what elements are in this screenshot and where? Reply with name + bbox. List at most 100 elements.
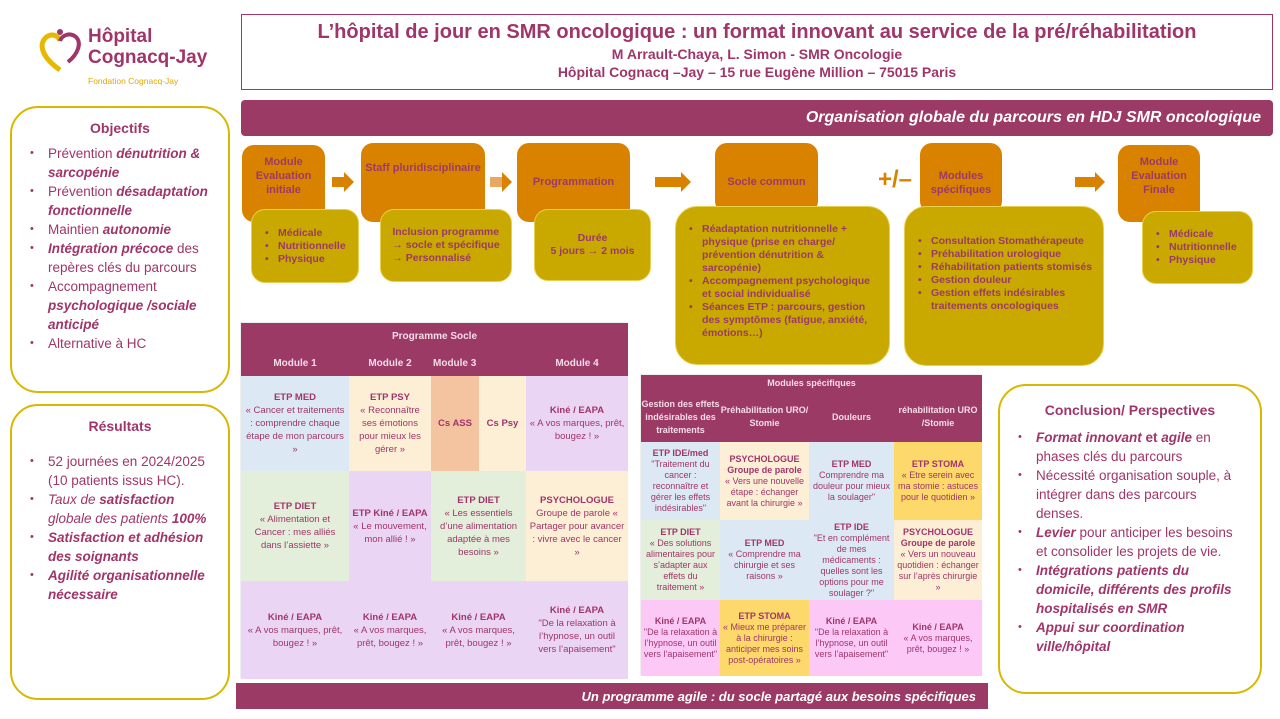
list-item: Agilité organisationnelle nécessaire (26, 566, 214, 604)
text-segment: agile (1161, 430, 1193, 445)
cell-text: « A vos marques, prêt, bougez ! » (442, 624, 515, 649)
poster-header: L’hôpital de jour en SMR oncologique : u… (241, 14, 1273, 90)
cell-text: « Reconnaître ses émotions pour mieux le… (359, 405, 421, 455)
text-segment: dénutrition & sarcopénie (48, 146, 201, 180)
list-item: Gestion douleur (915, 274, 1093, 287)
text-line: → Personnalisé (392, 252, 472, 264)
cell-heading: Kiné / EAPA (549, 605, 605, 616)
list-item: Physique (1153, 254, 1242, 267)
text-segment: pour anticiper les besoins et consolider… (1036, 525, 1233, 559)
cell-heading: Cs Psy (486, 418, 519, 429)
cell-text: "Traitement du cancer : reconnaître et g… (650, 459, 711, 513)
cell-heading: PSYCHOLOGUE (540, 494, 614, 506)
address: Hôpital Cognacq –Jay – 15 rue Eugène Mil… (557, 64, 957, 80)
conclusion-panel: Conclusion/ Perspectives Format innovant… (998, 384, 1262, 694)
text-line: Inclusion programme (392, 226, 500, 238)
cell-heading: Kiné / EAPA (267, 611, 323, 623)
table-cell: Kiné / EAPA« A vos marques, prêt, bougez… (349, 581, 431, 679)
text-segment: satisfaction (99, 492, 175, 507)
table-cell: ETP IDE/med"Traitement du cancer : recon… (641, 442, 720, 520)
text-segment: Prévention (48, 184, 117, 199)
cell-heading: ETP Kiné / EAPA (352, 507, 428, 519)
list-item: Prévention désadaptation fonctionnelle (26, 182, 214, 220)
bullet-list: Consultation StomathérapeutePréhabilitat… (915, 235, 1093, 313)
text-segment: Taux de (48, 492, 100, 507)
cell-heading: ETP DIET (457, 494, 500, 506)
staff-box: Staff pluridisciplinaire (361, 143, 485, 222)
table-cell: Kiné / EAPA« A vos marques, prêt, bougez… (894, 600, 982, 676)
cell-text: « Vers une nouvelle étape : échanger ava… (724, 475, 805, 508)
text-segment: Prévention (48, 146, 117, 161)
eval-finale-details: MédicaleNutritionnellePhysique (1142, 211, 1253, 284)
cell-text: « Etre serein avec ma stomie : astuces p… (897, 470, 979, 502)
list-item: Médicale (262, 227, 348, 240)
plus-minus-icon: +/– (878, 166, 913, 193)
cell-heading: ETP MED (831, 459, 872, 469)
authors: M Arrault-Chaya, L. Simon - SMR Oncologi… (611, 46, 903, 62)
cell-text: « Alimentation et Cancer : mes alliés da… (254, 514, 336, 551)
column-header: Module 1 (241, 350, 349, 376)
modules-specifiques-table: Modules spécifiques Gestion des effets i… (640, 374, 982, 676)
arrow-icon (655, 172, 691, 192)
table-cell: ETP DIET« Les essentiels d’une alimentat… (431, 471, 526, 581)
cell-heading: Kiné / EAPA (912, 621, 964, 632)
cell-text: « Cancer et traitements : comprendre cha… (245, 405, 345, 455)
cell-text: « Vers un nouveau quotidien : échanger s… (897, 549, 979, 592)
text-line: Durée (577, 232, 608, 244)
cell-text: Groupe de parole « Partager pour avancer… (529, 507, 625, 558)
list-item: Levier pour anticiper les besoins et con… (1014, 523, 1246, 561)
list-item: Satisfaction et adhésion des soignants (26, 528, 214, 566)
cell-heading: Kiné / EAPA (825, 616, 878, 626)
cell-text: Comprendre ma douleur pour mieux la soul… (812, 470, 891, 502)
list-item: Réadaptation nutritionnelle + physique (… (686, 223, 879, 275)
table-cell: ETP MED« Cancer et traitements : compren… (241, 376, 349, 471)
text-segment: Levier (1036, 525, 1076, 540)
cell-heading: ETP IDE/med (652, 448, 709, 458)
bottom-banner: Un programme agile : du socle partagé au… (236, 683, 988, 709)
cell-heading: ETP MED (744, 538, 785, 548)
text-segment: Satisfaction et adhésion des soignants (48, 530, 204, 564)
cell-heading: PSYCHOLOGUE Groupe de parole (727, 453, 802, 475)
text-segment: des repères clés du parcours (48, 241, 199, 275)
text-segment: autonomie (102, 222, 172, 237)
text-lines: Inclusion programme→ socle et spécifique… (392, 226, 499, 265)
list-item: Maintien autonomie (26, 220, 214, 239)
cell-text: « Comprendre ma chirurgie et ses raisons… (728, 549, 801, 581)
list-item: Accompagnement psychologique /sociale an… (26, 277, 214, 334)
table-cell: ETP DIET« Alimentation et Cancer : mes a… (241, 471, 349, 581)
list-item: Nutritionnelle (262, 240, 348, 253)
text-segment: Appui sur coordination ville/hôpital (1036, 620, 1185, 654)
text-segment: 52 journées en 2024/2025 (10 patients is… (48, 454, 205, 488)
text-segment: Maintien (48, 222, 103, 237)
arrow-icon (1075, 172, 1105, 192)
text-segment: Alternative à HC (48, 336, 147, 351)
bullet-list: MédicaleNutritionnellePhysique (1153, 228, 1242, 267)
conclusion-list: Format innovant et agile en phases clés … (1014, 428, 1246, 656)
list-item: Médicale (1153, 228, 1242, 241)
list-item: Prévention dénutrition & sarcopénie (26, 144, 214, 182)
objectifs-panel: Objectifs Prévention dénutrition & sarco… (10, 106, 230, 393)
text-segment: Intégrations patients du domicile, diffé… (1036, 563, 1232, 616)
eval-initiale-details: MédicaleNutritionnellePhysique (251, 209, 359, 283)
column-header: Module 3 (431, 350, 526, 376)
modules-specifiques-box: Modules spécifiques (920, 143, 1002, 213)
cell-text: "De la relaxation à l’hypnose, un outil … (538, 618, 616, 655)
list-item: Physique (262, 253, 348, 266)
list-item: Accompagnement psychologique et social i… (686, 275, 879, 301)
programme-socle-table: Programme Socle Module 1 Module 2 Module… (240, 322, 628, 679)
text-line: → socle et spécifique (392, 239, 500, 251)
text-segment: psychologique /sociale anticipé (48, 298, 197, 332)
list-item: 52 journées en 2024/2025 (10 patients is… (26, 452, 214, 490)
column-header: Préhabilitation URO/ Stomie (720, 392, 809, 442)
list-item: Séances ETP : parcours, gestion des symp… (686, 301, 879, 340)
column-header: Module 2 (349, 350, 431, 376)
text-segment: 100% (171, 511, 207, 526)
cell-text: « Des solutions alimentaires pour s’adap… (645, 538, 716, 592)
cell-text: "Et en complément de mes médicaments : q… (813, 532, 890, 598)
logo-subtitle: Fondation Cognacq-Jay (88, 76, 179, 86)
list-item: Nutritionnelle (1153, 241, 1242, 254)
list-item: Appui sur coordination ville/hôpital (1014, 618, 1246, 656)
